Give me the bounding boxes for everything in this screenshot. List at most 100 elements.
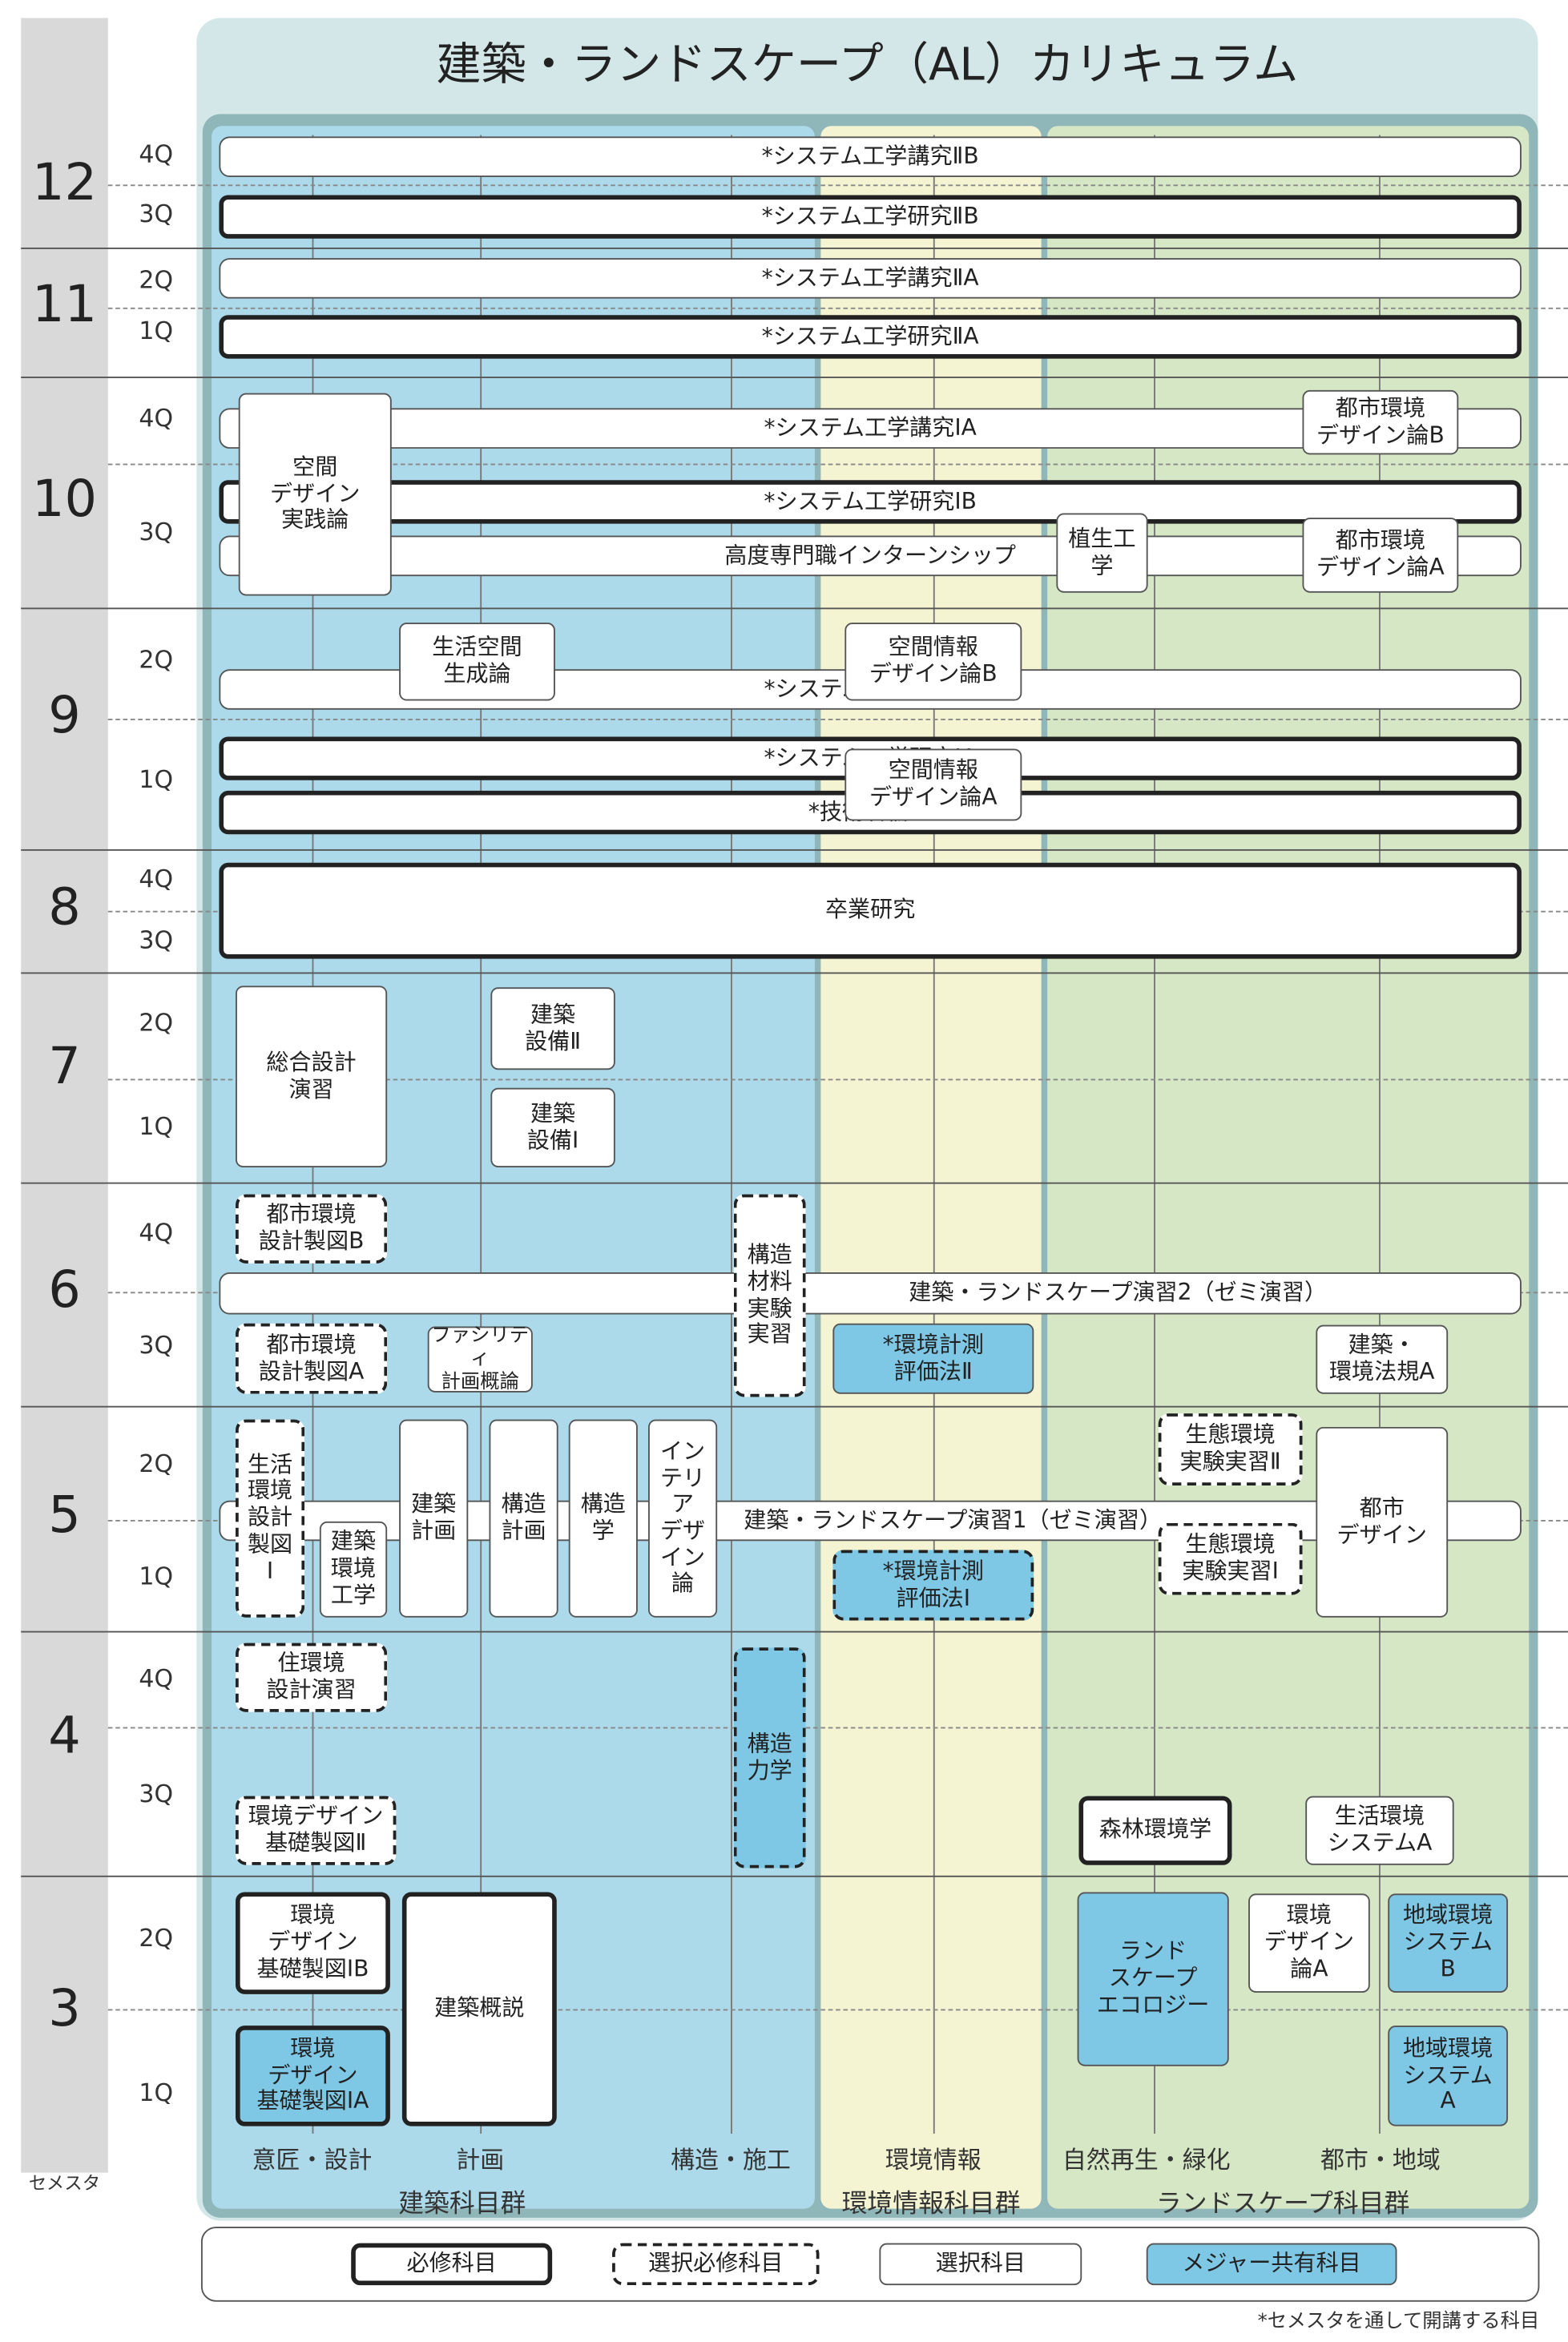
course-kenchiku-kankyo: 建築 環境 工学: [319, 1521, 388, 1618]
course-sotsugyo: 卒業研究: [219, 862, 1522, 959]
course-kukan-joho-b: 空間情報 デザイン論B: [844, 623, 1022, 701]
course-kankyo-kiso-2: 環境デザイン 基礎製図Ⅱ: [236, 1796, 397, 1865]
course-seikatsu-sys-a: 生活環境 システムA: [1305, 1796, 1454, 1865]
quarter-label: 4Q: [139, 403, 174, 433]
semester-number: 8: [48, 877, 81, 938]
quarter-divider: [107, 184, 1568, 187]
legend-selective-required: 選択必修科目: [612, 2243, 820, 2286]
course-sys-kenkyu-2b: *システム工学研究ⅡB: [219, 195, 1522, 239]
quarter-label: 2Q: [139, 1449, 174, 1478]
course-interior: イン テリ ア デザ イン 論: [648, 1419, 718, 1618]
course-jukankyo: 住環境 設計演習: [236, 1643, 388, 1712]
course-gairon: 建築概説: [401, 1892, 557, 2126]
course-hoki-a: 建築・ 環境法規A: [1316, 1324, 1449, 1394]
course-toshi-design-b: 都市環境 デザイン論B: [1302, 389, 1459, 455]
semester-number: 7: [48, 1037, 81, 1097]
semester-number: 4: [48, 1706, 81, 1767]
column-line: [1379, 135, 1381, 2134]
course-kukan-design-jissen: 空間 デザイン 実践論: [238, 393, 392, 596]
semester-number: 5: [48, 1485, 81, 1546]
semester-number: 10: [31, 470, 98, 530]
course-sys-kenkyu-2a: *システム工学研究ⅡA: [219, 315, 1522, 359]
course-kenchiku-keikaku: 建築 計画: [399, 1419, 469, 1618]
course-kankyo-keisoku-2: *環境計測 評価法Ⅱ: [832, 1323, 1034, 1394]
semester-number: 9: [48, 685, 81, 746]
quarter-label: 1Q: [139, 1111, 174, 1141]
semester-number: 6: [48, 1260, 81, 1320]
quarter-label: 3Q: [139, 518, 174, 546]
quarter-divider: [107, 463, 1568, 466]
course-kankyo-kiso-1b: 環境 デザイン 基礎製図ⅠB: [236, 1892, 390, 1994]
quarter-label: 1Q: [139, 1562, 174, 1591]
legend-elective: 選択科目: [879, 2243, 1082, 2286]
column-label: 計画: [456, 2145, 505, 2175]
semester-separator: [21, 247, 1568, 249]
course-kukan-joho-a: 空間情報 デザイン論A: [844, 748, 1022, 821]
column-label: 構造・施工: [671, 2145, 791, 2175]
quarter-label: 4Q: [139, 864, 174, 893]
course-seikatsu-kukan: 生活空間 生成論: [399, 623, 555, 701]
course-landscape-eco: ランド スケープ エコロジー: [1077, 1892, 1229, 2066]
env-info-region: [820, 126, 1042, 2209]
course-chiiki-a: 地域環境 システム A: [1388, 2026, 1509, 2126]
course-kozogaku: 構造 学: [568, 1419, 638, 1618]
semester-axis-label: セメスタ: [28, 2172, 101, 2194]
course-kozo-zairyo: 構造 材料 実験 実習: [733, 1194, 806, 1397]
course-toshi-design: 都市 デザイン: [1316, 1426, 1449, 1618]
quarter-label: 3Q: [139, 1780, 174, 1808]
semester-separator: [21, 972, 1568, 974]
course-sys-koukyu-2a: *システム工学講究ⅡA: [219, 258, 1522, 299]
course-kankyo-design-a: 環境 デザイン 論A: [1248, 1893, 1370, 1993]
column-line: [1154, 135, 1155, 2134]
column-label: 環境情報: [885, 2145, 982, 2175]
quarter-label: 2Q: [139, 645, 174, 674]
course-kozo-rikigaku: 構造 力学: [733, 1647, 806, 1868]
semester-separator: [21, 849, 1568, 851]
quarter-label: 2Q: [139, 1923, 174, 1953]
course-kozo-keikaku: 構造 計画: [489, 1419, 558, 1618]
quarter-divider: [107, 1727, 1568, 1729]
quarter-label: 2Q: [139, 265, 174, 295]
course-sys-kenkyu-1b: *システム工学研究ⅠB: [219, 480, 1522, 524]
quarter-label: 1Q: [139, 2078, 174, 2107]
column-label: 都市・地域: [1320, 2145, 1441, 2175]
semester-separator: [21, 1631, 1568, 1633]
quarter-divider: [107, 1078, 1568, 1081]
course-toshi-seizu-a: 都市環境 設計製図A: [236, 1323, 388, 1394]
quarter-label: 3Q: [139, 200, 174, 228]
quarter-divider: [107, 2009, 1568, 2011]
quarter-label: 3Q: [139, 1331, 174, 1360]
course-enshu-2: 建築・ランドスケープ演習2（ゼミ演習）: [219, 1272, 1522, 1315]
course-chiiki-b: 地域環境 システム B: [1388, 1893, 1509, 1993]
semester-separator: [21, 607, 1568, 610]
course-setsubi-1: 建築 設備Ⅰ: [490, 1087, 615, 1167]
legend-required: 必修科目: [351, 2243, 553, 2286]
legend-major-shared: メジャー共有科目: [1146, 2243, 1397, 2286]
column-line: [480, 135, 482, 2134]
quarter-label: 4Q: [139, 1663, 174, 1693]
title: 建築・ランドスケープ（AL）カリキュラム: [436, 38, 1299, 92]
quarter-divider: [107, 307, 1568, 309]
column-line: [933, 135, 935, 2134]
quarter-label: 3Q: [139, 925, 174, 955]
column-label: 自然再生・緑化: [1062, 2145, 1231, 2175]
group-label: 建築科目群: [398, 2189, 526, 2219]
group-label: 環境情報科目群: [841, 2189, 1021, 2219]
semester-number: 3: [48, 1979, 81, 2039]
footnote: *セメスタを通して開講する科目: [1257, 2310, 1540, 2334]
semester-number: 12: [31, 153, 98, 213]
course-facility: ファシリティ 計画概論: [427, 1325, 533, 1393]
quarter-label: 1Q: [139, 316, 174, 345]
course-kankyo-kiso-1a: 環境 デザイン 基礎製図ⅠA: [236, 2026, 390, 2126]
column-line: [731, 135, 732, 2134]
semester-separator: [21, 1182, 1568, 1184]
course-seitai-1: 生態環境 実験実習Ⅰ: [1158, 1522, 1303, 1595]
course-kankyo-keisoku-1: *環境計測 評価法Ⅰ: [832, 1550, 1034, 1621]
quarter-divider: [107, 719, 1568, 720]
course-seitai-2: 生態環境 実験実習Ⅱ: [1158, 1413, 1303, 1485]
course-seikatsu-seizu-1: 生活 環境 設計 製図 Ⅰ: [236, 1419, 305, 1618]
quarter-label: 4Q: [139, 1218, 174, 1248]
quarter-label: 4Q: [139, 139, 174, 168]
course-toshi-design-a: 都市環境 デザイン論A: [1302, 518, 1459, 593]
